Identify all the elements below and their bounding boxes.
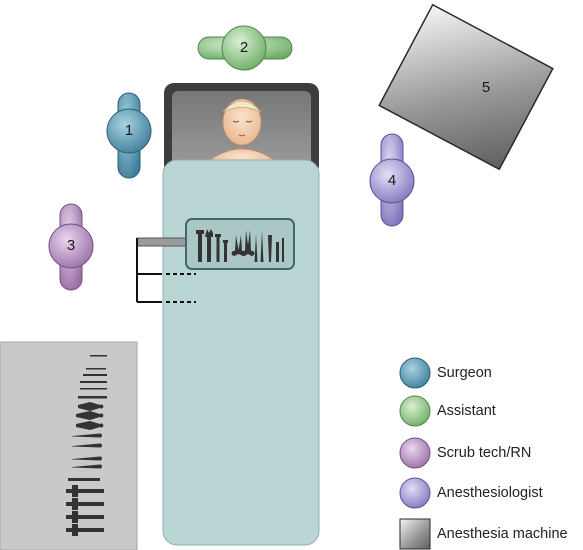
surgeon-number: 1 [124, 122, 134, 139]
scrub-tech-number: 3 [66, 237, 76, 254]
mayo-stand [136, 237, 196, 303]
legend-item-surgeon: Surgeon [400, 358, 492, 388]
scrub-tech-marker [48, 203, 94, 291]
anesthesiologist-marker [369, 133, 415, 227]
anesthesia-machine-number: 5 [481, 79, 491, 96]
legend-label: Anesthesiologist [437, 485, 543, 501]
sterile-drape [162, 159, 320, 546]
legend-item-assistant: Assistant [400, 396, 496, 426]
mayo-instrument-tray [185, 218, 295, 270]
assistant-marker [197, 25, 293, 71]
assistant-number: 2 [239, 39, 249, 56]
surgeon-marker [106, 92, 152, 179]
legend-anesthesiologist-icon [399, 477, 431, 509]
anesthesia-machine [378, 3, 554, 171]
legend-label: Scrub tech/RN [437, 445, 532, 461]
legend-label: Assistant [437, 403, 496, 419]
anesthesiologist-number: 4 [387, 172, 397, 189]
legend-item-scrub: Scrub tech/RN [400, 438, 531, 468]
legend-machine-icon [399, 518, 431, 550]
legend-item-machine: Anesthesia machine [400, 519, 568, 549]
back-instrument-table [0, 341, 138, 550]
legend-label: Anesthesia machine [437, 526, 568, 542]
legend-item-anesthesiologist: Anesthesiologist [400, 478, 543, 508]
patient-head [209, 98, 275, 169]
legend-surgeon-icon [399, 357, 431, 389]
legend-assistant-icon [399, 395, 431, 427]
legend-label: Surgeon [437, 365, 492, 381]
legend-scrub-icon [399, 437, 431, 469]
legend-swatches [399, 357, 431, 550]
